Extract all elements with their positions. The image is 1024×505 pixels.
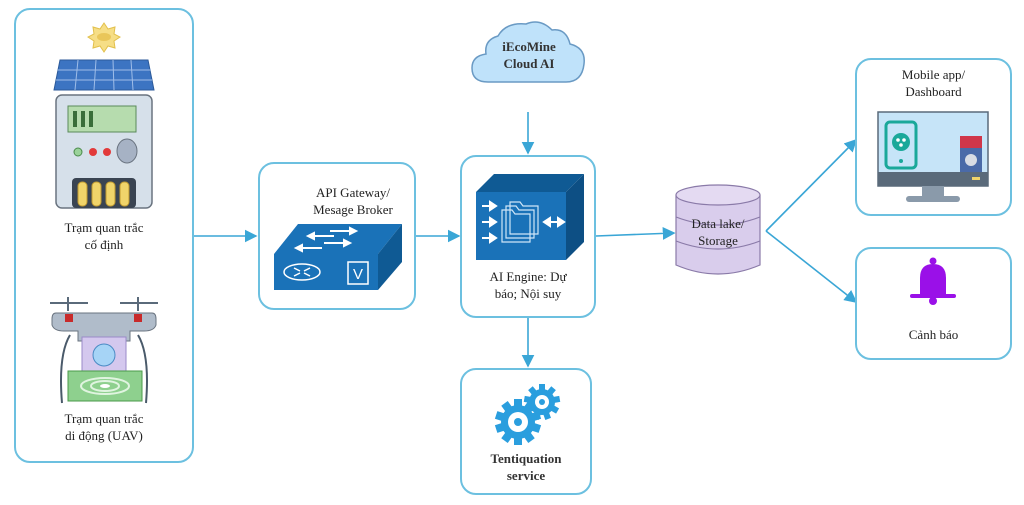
drone-icon (50, 297, 158, 404)
cloud-label: iEcoMine Cloud AI (470, 38, 588, 72)
dashboard-label-line1: Mobile app/ (901, 67, 966, 82)
cloud-icon (471, 21, 585, 83)
edge-ai-to-datalake (595, 227, 676, 240)
dashboard-label: Mobile app/ Dashboard (855, 66, 1012, 100)
ai-engine-label-line2: báo; Nội suy (494, 286, 562, 301)
uav-station-label-line2: di động (UAV) (65, 428, 143, 443)
edge-datalake-to-alert (765, 230, 858, 303)
api-gateway-label-line2: Mesage Broker (313, 202, 393, 217)
ai-engine-label-line1: AI Engine: Dự (489, 269, 567, 284)
uav-station-label-line1: Trạm quan trắc (64, 411, 144, 426)
bell-icon (910, 257, 956, 305)
edge-datalake-to-dashboard (765, 138, 858, 232)
solar-meter-icon (53, 22, 155, 209)
cloud-label-line2: Cloud AI (503, 56, 555, 71)
data-lake-label-line2: Storage (698, 233, 738, 248)
monitor-icon (877, 111, 989, 202)
tentiquation-label: Tentiquation service (460, 450, 592, 484)
fixed-station-label-line2: cố định (84, 237, 124, 252)
gears-icon (494, 384, 561, 445)
alert-label: Cảnh báo (908, 327, 959, 342)
ai-engine-label: AI Engine: Dự báo; Nội suy (460, 268, 596, 302)
ai-server-icon (476, 174, 584, 260)
fixed-station-label-line1: Trạm quan trắc (64, 220, 144, 235)
network-switch-icon: V (274, 224, 402, 290)
api-gateway-label-line1: API Gateway/ (315, 185, 390, 200)
dashboard-label-line2: Dashboard (905, 84, 962, 99)
fixed-station-label: Trạm quan trắc cố định (24, 219, 184, 253)
tentiquation-label-line2: service (506, 468, 546, 483)
switch-badge: V (353, 266, 363, 283)
data-lake-label: Data lake/ Storage (674, 215, 762, 249)
tentiquation-label-line1: Tentiquation (490, 451, 562, 466)
database-cylinder-icon (675, 184, 761, 275)
api-gateway-label: API Gateway/ Mesage Broker (290, 184, 416, 218)
uav-station-label: Trạm quan trắc di động (UAV) (24, 410, 184, 444)
data-lake-label-line1: Data lake/ (691, 216, 745, 231)
cloud-label-line1: iEcoMine (502, 39, 556, 54)
